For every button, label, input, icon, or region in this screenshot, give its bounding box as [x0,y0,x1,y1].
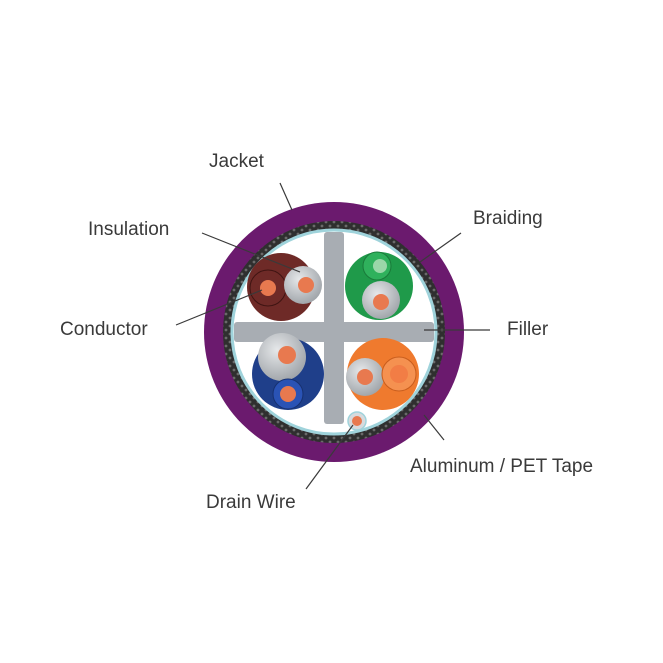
insulation-label: Insulation [88,219,169,240]
aluminum-pet-tape-leader-line [423,414,445,441]
insulation-leader-line [201,232,301,273]
twisted-pair-brown [247,253,322,321]
conductor-leader-line [175,289,263,326]
jacket-leader-line [279,182,293,211]
blue-wire-conductor [280,386,296,402]
brown-wire-conductor [260,280,276,296]
jacket-label: Jacket [209,151,265,172]
orange-white-wire-conductor [357,369,373,385]
drain-wire-leader-line [305,424,354,490]
orange-wire-conductor [390,365,408,383]
conductor-label: Conductor [60,319,148,340]
blue-white-wire-conductor [278,346,296,364]
drain-wire-label: Drain Wire [206,492,296,513]
aluminum-pet-tape-label: Aluminum / PET Tape [410,456,593,477]
twisted-pair-blue [252,333,324,410]
braiding-label: Braiding [473,208,543,229]
green-white-wire-conductor [373,294,389,310]
twisted-pair-green [345,251,413,320]
green-wire-conductor [373,259,387,273]
brown-white-wire-conductor [298,277,314,293]
braiding-leader-line [419,232,462,263]
filler-label: Filler [507,319,549,340]
twisted-pair-orange [346,338,419,410]
